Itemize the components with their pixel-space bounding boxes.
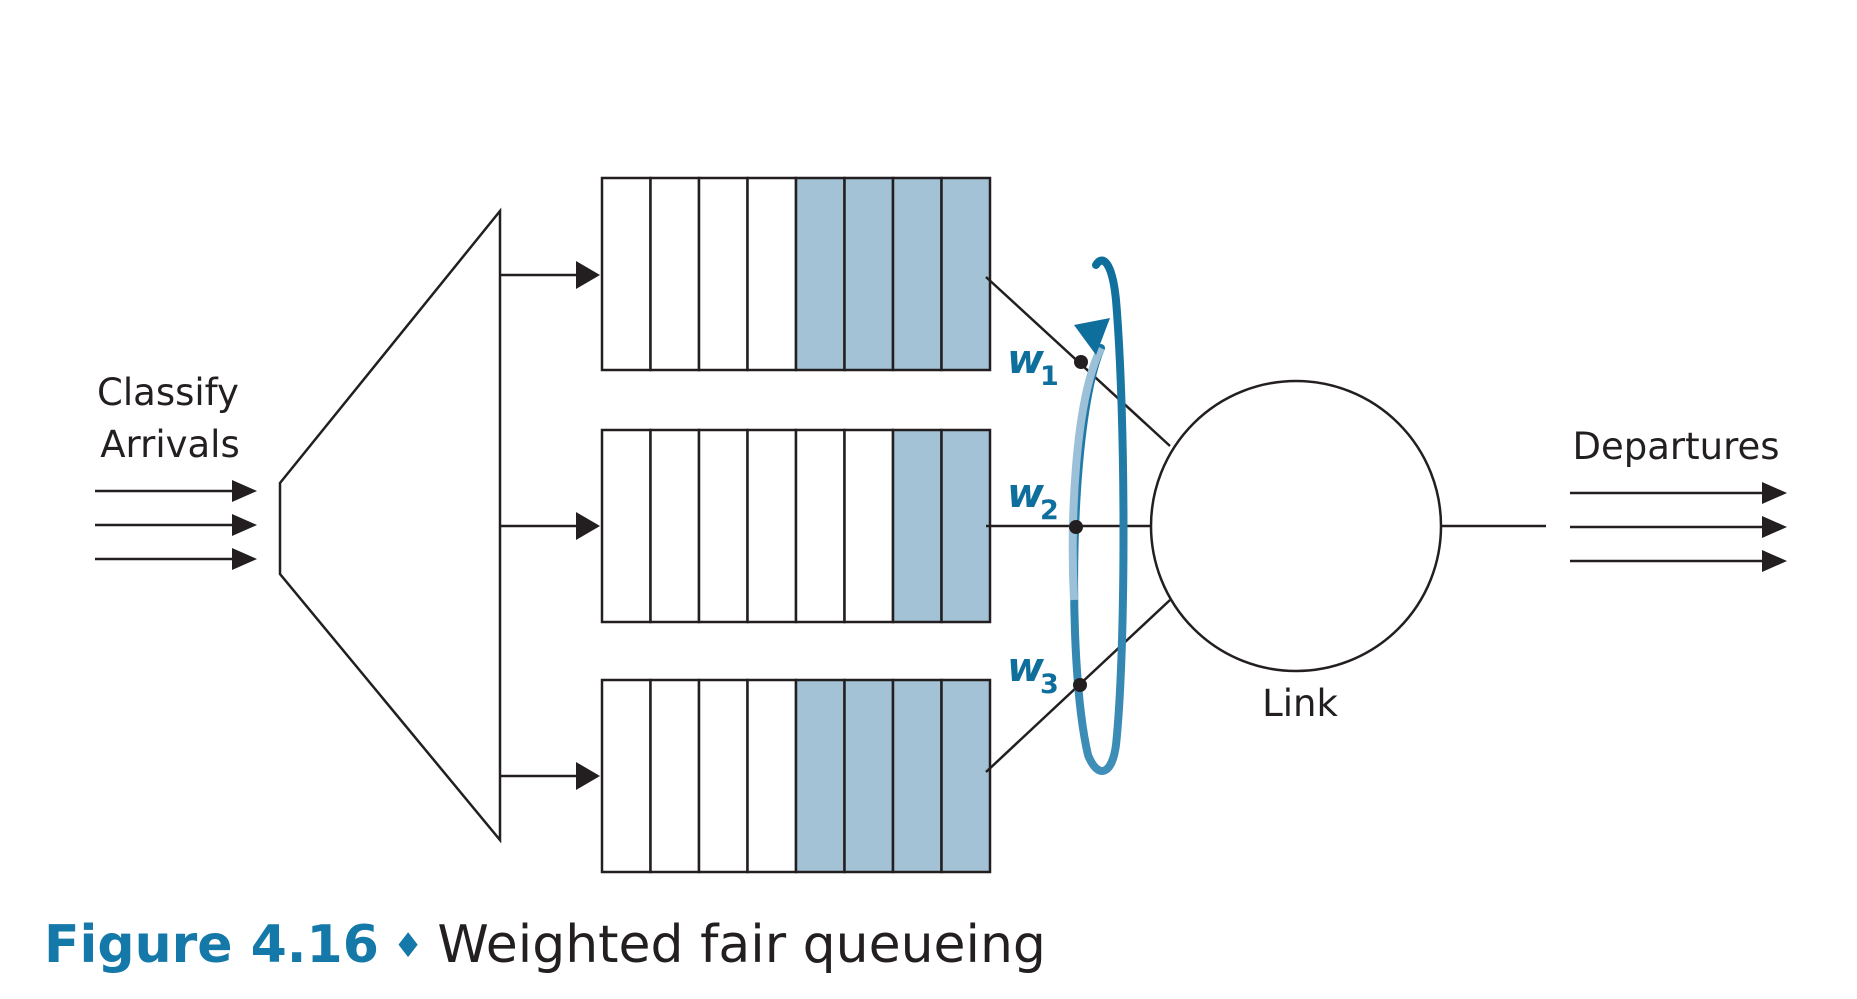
queue-packet — [794, 678, 846, 874]
queue-slot-empty — [649, 176, 701, 372]
queue-packet — [891, 678, 943, 874]
queue-packet — [891, 428, 943, 624]
queue-3 — [600, 678, 992, 874]
weight-dot-2 — [1069, 520, 1083, 534]
weight-3-index: 3 — [1040, 669, 1059, 700]
weight-2-symbol: w — [1007, 471, 1045, 517]
queue-slot-empty — [697, 428, 749, 624]
weight-1-index: 1 — [1040, 361, 1059, 392]
queue-slot-empty — [649, 428, 701, 624]
queue-slot-empty — [843, 428, 895, 624]
arrival-arrows — [95, 480, 257, 570]
queue-slot-empty — [600, 428, 652, 624]
queue-1 — [600, 176, 992, 372]
ring-arrowhead — [1074, 318, 1110, 355]
link-label: Link — [1262, 682, 1338, 725]
link-circle — [1149, 379, 1443, 673]
weight-1-symbol: w — [1007, 337, 1045, 383]
queue-slot-empty — [600, 176, 652, 372]
queue-feed-arrows — [500, 261, 600, 790]
weight-3-symbol: w — [1007, 645, 1045, 691]
queue-packet — [794, 176, 846, 372]
queues — [600, 176, 992, 874]
figure-number: Figure 4.16 — [44, 915, 379, 975]
queue-slot-empty — [794, 428, 846, 624]
departure-arrows — [1441, 482, 1787, 572]
weight-dot-1 — [1074, 355, 1088, 369]
queue-slot-empty — [746, 678, 798, 874]
round-robin-ring — [1068, 256, 1128, 775]
weight-dots — [1069, 355, 1088, 692]
queue-slot-empty — [697, 176, 749, 372]
queue-packet — [843, 678, 895, 874]
queue-slot-empty — [649, 678, 701, 874]
queue-2 — [600, 428, 992, 624]
queue-packet — [940, 428, 992, 624]
queue-packet — [891, 176, 943, 372]
queue-slot-empty — [746, 428, 798, 624]
caption-separator: ♦ — [392, 926, 424, 966]
queue-slot-empty — [600, 678, 652, 874]
queue-slot-empty — [746, 176, 798, 372]
queue-packet — [940, 678, 992, 874]
figure-title: Weighted fair queueing — [437, 915, 1046, 975]
figure-caption: Figure 4.16 ♦ Weighted fair queueing — [44, 915, 1046, 975]
weight-2-index: 2 — [1040, 495, 1059, 526]
arrivals-label: Arrivals — [100, 423, 240, 466]
queue-slot-empty — [697, 678, 749, 874]
queue-packet — [940, 176, 992, 372]
classify-label: Classify — [97, 371, 239, 414]
weight-labels: w 1 w 2 w 3 — [1007, 337, 1059, 700]
weight-dot-3 — [1073, 678, 1087, 692]
departures-label: Departures — [1572, 425, 1779, 468]
queue-packet — [843, 176, 895, 372]
classifier — [278, 207, 502, 844]
